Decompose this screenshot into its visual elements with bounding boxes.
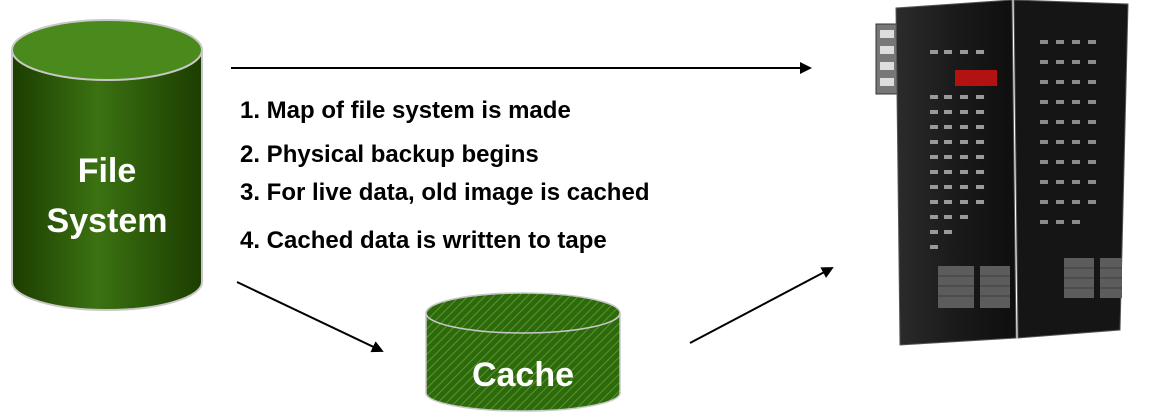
file-system-cylinder: File System [11, 19, 203, 311]
arrow-cache-to-server [689, 267, 834, 344]
arrow-file-system-to-cache [236, 281, 384, 353]
file-system-label-line2: System [47, 202, 168, 240]
cache-label: Cache [472, 356, 574, 394]
step-3: 3. For live data, old image is cached [240, 179, 650, 206]
step-2: 2. Physical backup begins [240, 141, 539, 168]
file-system-label-line1: File [78, 152, 137, 190]
step-1: 1. Map of file system is made [240, 97, 571, 124]
tape-library-server-icon [875, 0, 1129, 346]
step-4: 4. Cached data is written to tape [240, 227, 607, 254]
cache-cylinder: Cache [425, 292, 621, 412]
